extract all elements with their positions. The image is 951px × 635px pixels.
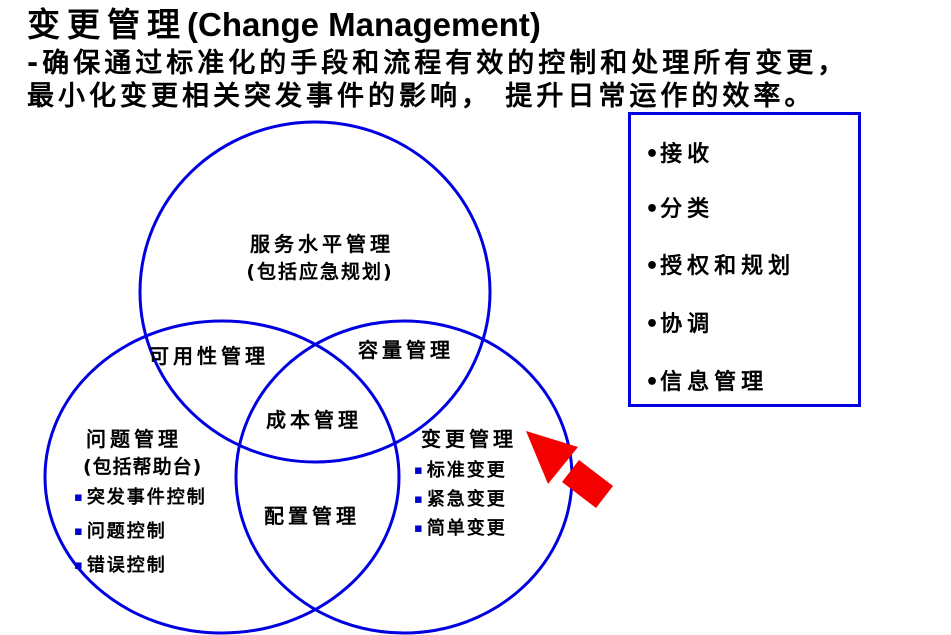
square-bullet-icon: ▪ bbox=[414, 521, 423, 536]
service-level-label: 服务水平管理 bbox=[250, 232, 394, 256]
round-bullet-icon: • bbox=[645, 312, 661, 337]
activity-item-2: •分类 bbox=[645, 197, 715, 222]
square-bullet-icon: ▪ bbox=[414, 463, 423, 478]
service-level-circle bbox=[138, 120, 492, 464]
round-bullet-icon: • bbox=[645, 254, 661, 279]
page-title: 变更管理(Change Management) bbox=[27, 4, 541, 52]
change-circle bbox=[234, 319, 574, 635]
round-bullet-icon: • bbox=[645, 370, 661, 395]
title-chinese: 变更管理 bbox=[27, 5, 187, 44]
problem-item-1: ▪突发事件控制 bbox=[74, 487, 207, 508]
change-item-2: ▪紧急变更 bbox=[414, 489, 507, 510]
square-bullet-icon: ▪ bbox=[414, 492, 423, 507]
service-level-sublabel: (包括应急规划) bbox=[246, 261, 394, 283]
subtitle-line-2: 最小化变更相关突发事件的影响， 提升日常运作的效率。 bbox=[27, 81, 816, 112]
problem-circle bbox=[43, 319, 401, 635]
title-english: (Change Management) bbox=[187, 6, 541, 43]
change-activities-box: •接收 •分类 •授权和规划 •协调 •信息管理 bbox=[628, 112, 861, 407]
round-bullet-icon: • bbox=[645, 197, 661, 222]
square-bullet-icon: ▪ bbox=[74, 558, 83, 573]
red-arrow-icon bbox=[526, 431, 613, 508]
activity-item-5: •信息管理 bbox=[645, 370, 769, 395]
problem-sublabel: (包括帮助台) bbox=[83, 456, 203, 478]
availability-label: 可用性管理 bbox=[149, 344, 269, 368]
round-bullet-icon: • bbox=[645, 142, 661, 167]
problem-item-2: ▪问题控制 bbox=[74, 521, 167, 542]
capacity-label: 容量管理 bbox=[358, 338, 454, 362]
activity-item-4: •协调 bbox=[645, 312, 715, 337]
problem-label: 问题管理 bbox=[86, 427, 182, 451]
configuration-label: 配置管理 bbox=[264, 504, 360, 528]
square-bullet-icon: ▪ bbox=[74, 490, 83, 505]
activity-item-1: •接收 bbox=[645, 142, 715, 167]
activity-item-3: •授权和规划 bbox=[645, 254, 796, 279]
change-label: 变更管理 bbox=[421, 427, 517, 451]
subtitle-line-1: -确保通过标准化的手段和流程有效的控制和处理所有变更， bbox=[27, 48, 849, 79]
cost-label: 成本管理 bbox=[266, 408, 362, 432]
square-bullet-icon: ▪ bbox=[74, 524, 83, 539]
change-item-1: ▪标准变更 bbox=[414, 460, 507, 481]
problem-item-3: ▪错误控制 bbox=[74, 555, 167, 576]
subtitle: -确保通过标准化的手段和流程有效的控制和处理所有变更， 最小化变更相关突发事件的… bbox=[27, 47, 848, 113]
change-item-3: ▪简单变更 bbox=[414, 518, 507, 539]
